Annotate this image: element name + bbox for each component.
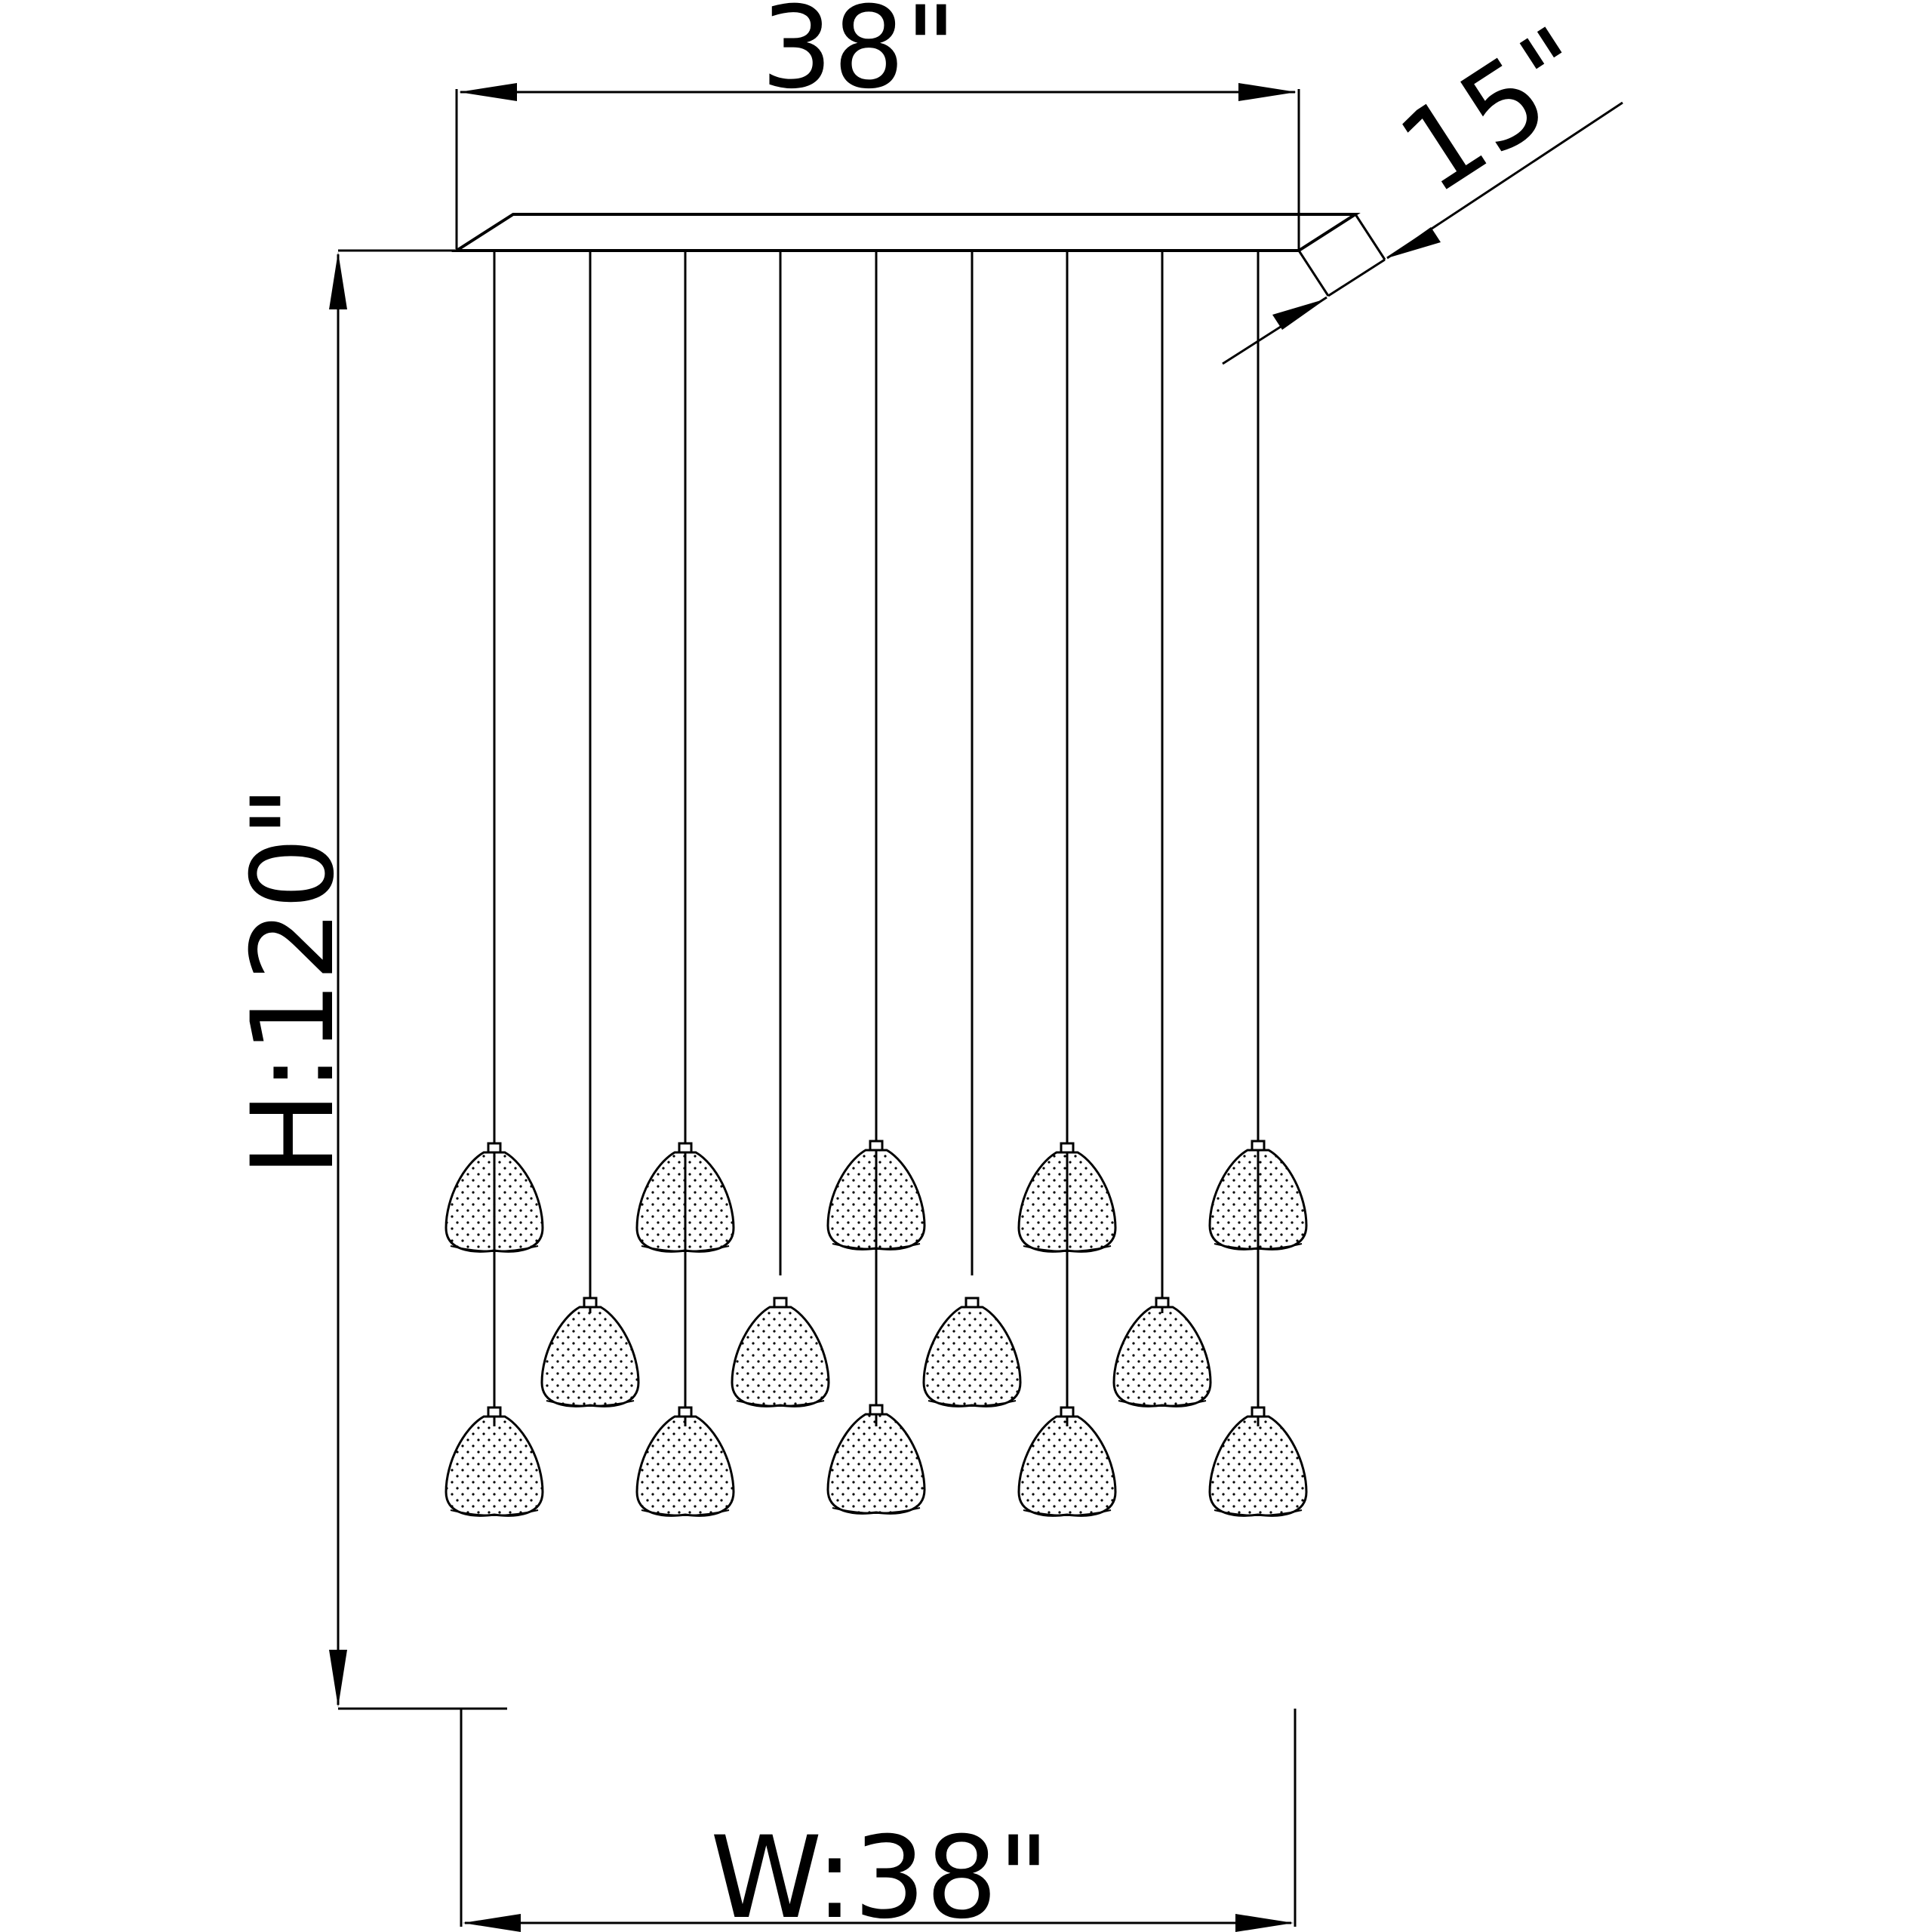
height-arrow-bottom <box>329 1650 347 1707</box>
top-width-label: 38" <box>761 0 957 114</box>
height-dimension: H:120" <box>228 249 507 1710</box>
pendant-shade <box>731 1297 830 1407</box>
pendant-shade <box>1017 1406 1117 1517</box>
height-label: H:120" <box>228 786 359 1177</box>
depth-arrow-upper <box>1387 227 1441 258</box>
pendant-shade <box>540 1297 640 1407</box>
bottom-width-label: W:38" <box>710 1813 1050 1932</box>
pendant-shade <box>635 1406 735 1517</box>
bottom-width-arrow-right <box>1235 1914 1294 1932</box>
pendant-shade <box>1208 1140 1308 1251</box>
pendant-shade <box>826 1140 926 1251</box>
pendant-shade <box>826 1404 926 1515</box>
depth-dimension: 15" <box>1222 2 1623 365</box>
pendant-shades <box>445 1140 1308 1517</box>
pendant-shade <box>1112 1297 1212 1407</box>
top-width-dimension: 38" <box>455 0 1300 249</box>
pendant-shade <box>445 1406 544 1517</box>
bottom-width-arrow-left <box>463 1914 521 1932</box>
top-width-arrow-right <box>1238 83 1297 101</box>
depth-arrow-lower <box>1272 299 1326 330</box>
height-arrow-top <box>329 252 347 309</box>
top-width-arrow-left <box>459 83 517 101</box>
pendant-cords <box>493 251 1260 1426</box>
depth-label: 15" <box>1378 2 1614 219</box>
bottom-width-dimension: W:38" <box>460 1709 1297 1932</box>
pendant-shade <box>922 1297 1022 1407</box>
pendant-shade <box>445 1142 544 1253</box>
pendant-shade <box>1208 1406 1308 1517</box>
pendant-shade <box>635 1142 735 1253</box>
pendant-shade <box>1017 1142 1117 1253</box>
canopy <box>451 213 1361 252</box>
